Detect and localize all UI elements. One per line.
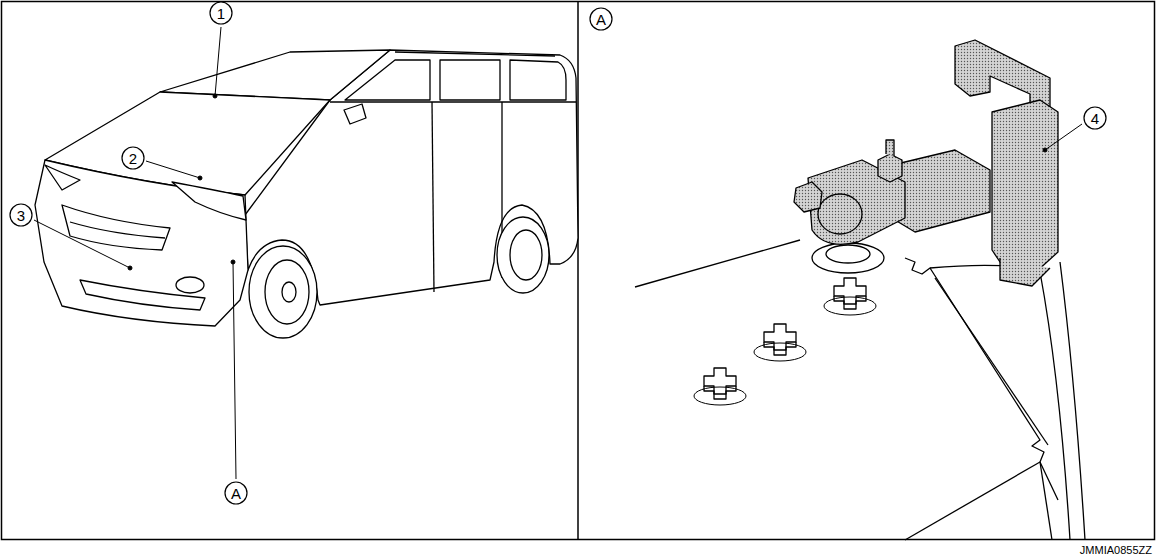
callout-number: 1 — [210, 2, 232, 24]
leader-line — [34, 27, 1082, 479]
divider — [577, 2, 579, 540]
battery-illustration — [635, 240, 1085, 540]
callout-number: 2 — [122, 147, 144, 169]
callout-number: 4 — [1084, 107, 1106, 129]
callout-number: 3 — [10, 204, 32, 226]
figure-code: JMMIA0855ZZ — [1080, 545, 1152, 556]
callout-letter: A — [225, 482, 247, 504]
battery-sensor — [794, 40, 1058, 286]
van-illustration — [35, 50, 578, 338]
frame — [2, 2, 1155, 540]
callout-circle — [10, 2, 1106, 504]
view-letter: A — [590, 8, 612, 30]
